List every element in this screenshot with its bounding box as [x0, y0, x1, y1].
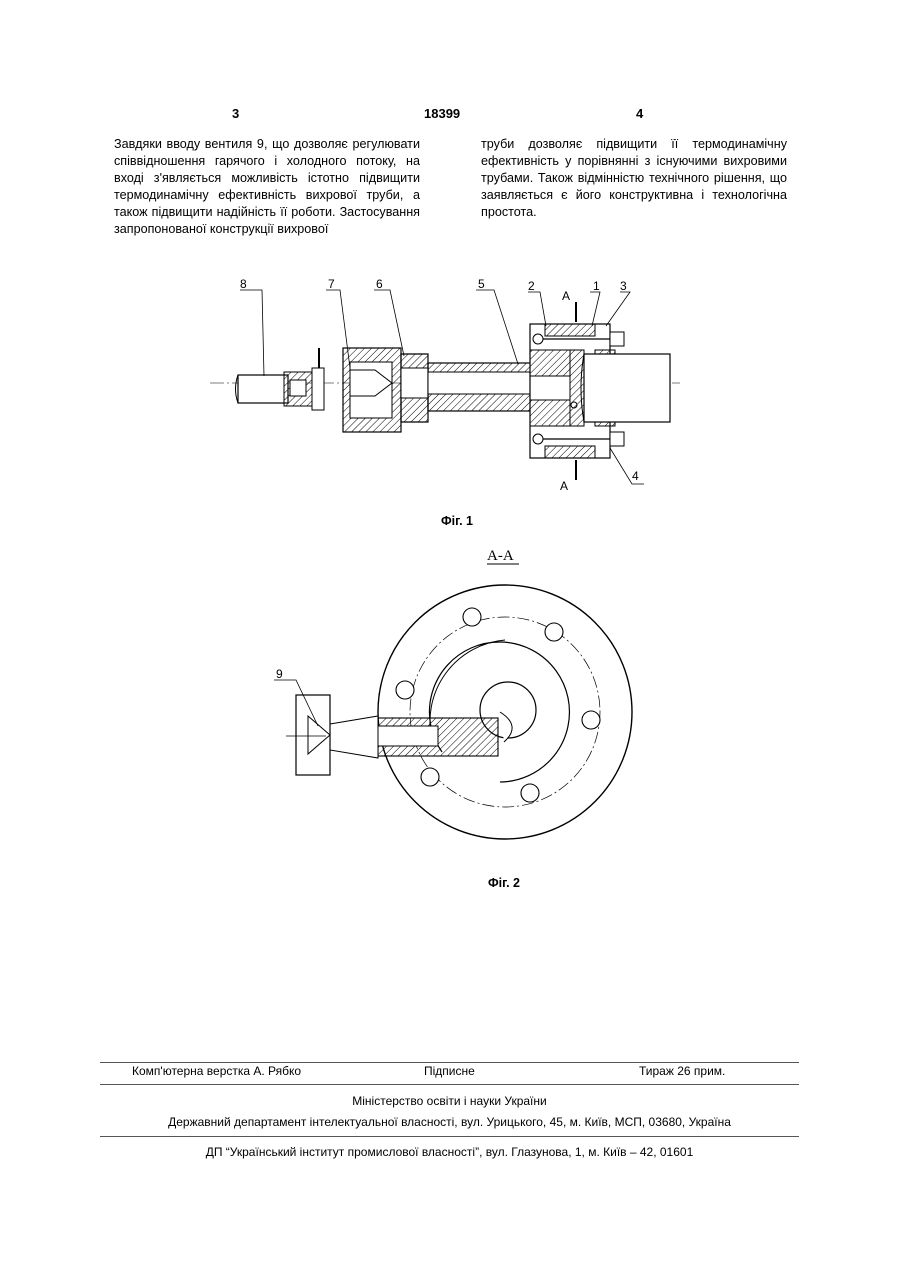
- label-6: 6: [376, 277, 383, 291]
- bolt-hole: [545, 623, 563, 641]
- paragraph-right: труби дозволяє підвищити її термодинаміч…: [481, 136, 787, 221]
- figure-1-drawing: 8 7 6 5 2 1 3 4 А А: [200, 272, 690, 497]
- footer-ministry: Міністерство освіти і науки України: [100, 1094, 799, 1108]
- label-1: 1: [593, 279, 600, 293]
- bolt-hole: [463, 608, 481, 626]
- section-mark-top: А: [562, 289, 570, 303]
- footer-department: Державний департамент інтелектуальної вл…: [100, 1115, 799, 1129]
- figure-1-caption: Фіг. 1: [441, 514, 473, 528]
- footer-signed: Підписне: [424, 1064, 475, 1078]
- label-5: 5: [478, 277, 485, 291]
- page-number-right: 4: [636, 106, 643, 121]
- bolt-hole: [421, 768, 439, 786]
- label-9: 9: [276, 667, 283, 681]
- label-4: 4: [632, 469, 639, 483]
- footer-circulation: Тираж 26 прим.: [639, 1064, 725, 1078]
- footer-institute: ДП “Український інститут промислової вла…: [100, 1145, 799, 1159]
- bolt-hole: [582, 711, 600, 729]
- page-number-left: 3: [232, 106, 239, 121]
- bolt-hole: [521, 784, 539, 802]
- footer-rule-middle: [100, 1084, 799, 1085]
- footer-rule-top: [100, 1062, 799, 1063]
- bolt-hole: [396, 681, 414, 699]
- paragraph-left: Завдяки вводу вентиля 9, що дозволяє рег…: [114, 136, 420, 238]
- figure-2-caption: Фіг. 2: [488, 876, 520, 890]
- figure-2-drawing: А-А 9: [260, 540, 640, 840]
- text-column-right: труби дозволяє підвищити її термодинаміч…: [481, 136, 787, 221]
- text-column-left: Завдяки вводу вентиля 9, що дозволяє рег…: [114, 136, 420, 238]
- footer-layout-credit: Комп'ютерна верстка А. Рябко: [132, 1064, 301, 1078]
- label-2: 2: [528, 279, 535, 293]
- section-title: А-А: [487, 548, 514, 564]
- section-mark-bottom: А: [560, 479, 568, 493]
- label-7: 7: [328, 277, 335, 291]
- label-3: 3: [620, 279, 627, 293]
- pipe-8: [238, 375, 288, 403]
- patent-number: 18399: [424, 106, 460, 121]
- label-8: 8: [240, 277, 247, 291]
- footer-rule-bottom: [100, 1136, 799, 1137]
- hot-end-pipe: [584, 354, 670, 422]
